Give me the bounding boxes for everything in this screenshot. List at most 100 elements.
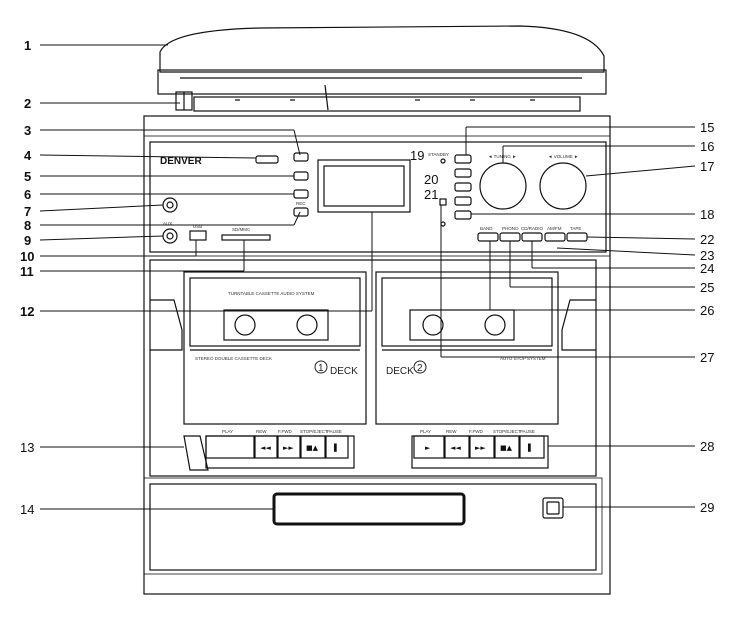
deck-1-rew-icon: ◄◄ — [260, 444, 271, 452]
standby-label: STANDBY — [428, 152, 449, 157]
headphone-jack[interactable] — [162, 197, 178, 213]
deck-1-ffwd-icon: ►► — [283, 444, 294, 452]
cd-skip-button[interactable] — [454, 182, 472, 192]
deck-2-play-icon: ► — [425, 444, 431, 452]
deck-1-reel-left — [234, 314, 256, 336]
callout-1: 1 — [24, 38, 31, 53]
deck-2-rew-button[interactable] — [444, 435, 470, 459]
tape-label: TAPE — [570, 226, 581, 231]
cassette-section — [149, 259, 597, 477]
usb-label: USB — [193, 224, 202, 229]
svg-text:REW: REW — [446, 429, 457, 434]
deck-1-pause-icon: ▌ — [333, 443, 339, 452]
svg-text:PLAY: PLAY — [222, 429, 233, 434]
callout-17: 17 — [700, 159, 714, 174]
deck-1-rew-button[interactable] — [254, 435, 278, 459]
cd-slot[interactable] — [272, 492, 466, 526]
aux-jack[interactable] — [162, 228, 178, 244]
callout-12: 12 — [20, 304, 34, 319]
svg-text:STOP/EJECT: STOP/EJECT — [493, 429, 521, 434]
power-button[interactable] — [542, 497, 564, 519]
deck-2-button-row — [411, 435, 549, 469]
prev-button[interactable] — [293, 189, 309, 199]
lcd-display — [317, 159, 411, 213]
callout-13: 13 — [20, 440, 34, 455]
standby-small-button[interactable] — [255, 155, 279, 164]
deck-2-reel-left — [422, 314, 444, 336]
svg-text:PLAY: PLAY — [420, 429, 431, 434]
cd-skip-back-button[interactable] — [454, 196, 472, 206]
stop-button[interactable] — [293, 171, 309, 181]
deck-2-number: 2 — [417, 363, 423, 374]
tuning-label: ◄ TUNING ► — [488, 154, 517, 159]
callout-26: 26 — [700, 303, 714, 318]
cassette-deck-1 — [183, 271, 367, 425]
sd-mmc-label: SD/MMC — [232, 227, 251, 232]
callout-3: 3 — [24, 123, 31, 138]
cd-play-button[interactable] — [454, 154, 472, 164]
am-fm-label: AM/FM — [547, 226, 562, 231]
deck-1-stop-eject-button[interactable] — [300, 435, 326, 459]
cd-program-button[interactable] — [454, 210, 472, 220]
callout-6: 6 — [24, 187, 31, 202]
tuning-knob[interactable] — [479, 162, 527, 210]
tape-title: TURNTABLE CASSETTE AUDIO SYSTEM — [228, 291, 315, 296]
cd-radio-label: CD/RADIO — [521, 226, 544, 231]
deck-1-pause-button[interactable] — [325, 435, 349, 459]
callout-29: 29 — [700, 500, 714, 515]
callout-11: 11 — [20, 264, 34, 279]
callout-28: 28 — [700, 439, 714, 454]
sd-mmc-slot[interactable] — [221, 234, 271, 241]
callout-27: 27 — [700, 350, 714, 365]
deck-1-number: 1 — [318, 363, 324, 374]
aux-label: AUX — [163, 221, 172, 226]
callout-labels: 1 2 3 4 5 6 7 8 9 10 11 12 13 14 15 16 1… — [20, 38, 714, 517]
ir-sensor — [439, 198, 447, 206]
deck-2-stop-eject-icon: ■▲ — [500, 444, 513, 452]
deck-2-pause-icon: ▌ — [527, 443, 533, 452]
deck-1-play-button[interactable] — [205, 435, 255, 459]
volume-label: ◄ VOLUME ► — [548, 154, 578, 159]
deck-2-play-button[interactable] — [413, 435, 445, 459]
tape-button[interactable] — [566, 232, 588, 242]
deck-1-ffwd-button[interactable] — [277, 435, 301, 459]
auto-stop-label: AUTO STOP SYSTEM — [500, 356, 546, 361]
cd-stop-button[interactable] — [454, 168, 472, 178]
callout-14: 14 — [20, 502, 34, 517]
svg-text:STOP/EJECT: STOP/EJECT — [300, 429, 328, 434]
callout-20: 20 — [424, 172, 438, 187]
am-fm-button[interactable] — [544, 232, 566, 242]
callout-21: 21 — [424, 187, 438, 202]
deck-1-reel-right — [296, 314, 318, 336]
turntable-lid-base — [157, 69, 607, 95]
phono-button[interactable] — [499, 232, 521, 242]
callout-23: 23 — [700, 248, 714, 263]
deck-2-ffwd-button[interactable] — [469, 435, 495, 459]
deck-2-pause-button[interactable] — [519, 435, 545, 459]
callout-19: 19 — [410, 148, 424, 163]
turntable-lid — [159, 25, 605, 73]
callout-24: 24 — [700, 261, 714, 276]
phono-label: PHONO — [502, 226, 519, 231]
callout-9: 9 — [24, 233, 31, 248]
play-pause-button[interactable] — [293, 152, 309, 162]
cassette-deck-2 — [375, 271, 559, 425]
cd-radio-button[interactable] — [521, 232, 543, 242]
callout-16: 16 — [700, 139, 714, 154]
turntable-front-strip — [193, 96, 581, 112]
volume-knob[interactable] — [539, 162, 587, 210]
callout-4: 4 — [24, 148, 32, 163]
usb-port[interactable] — [189, 230, 207, 241]
deck-2-stop-eject-button[interactable] — [494, 435, 520, 459]
callout-22: 22 — [700, 232, 714, 247]
callout-7: 7 — [24, 204, 31, 219]
svg-text:REW: REW — [256, 429, 267, 434]
callout-5: 5 — [24, 169, 31, 184]
band-button[interactable] — [477, 232, 499, 242]
svg-text:PAUSE: PAUSE — [327, 429, 342, 434]
svg-text:F.FWD: F.FWD — [278, 429, 292, 434]
rec-button[interactable] — [293, 207, 309, 217]
cd-section — [149, 483, 597, 571]
svg-text:PAUSE: PAUSE — [520, 429, 535, 434]
